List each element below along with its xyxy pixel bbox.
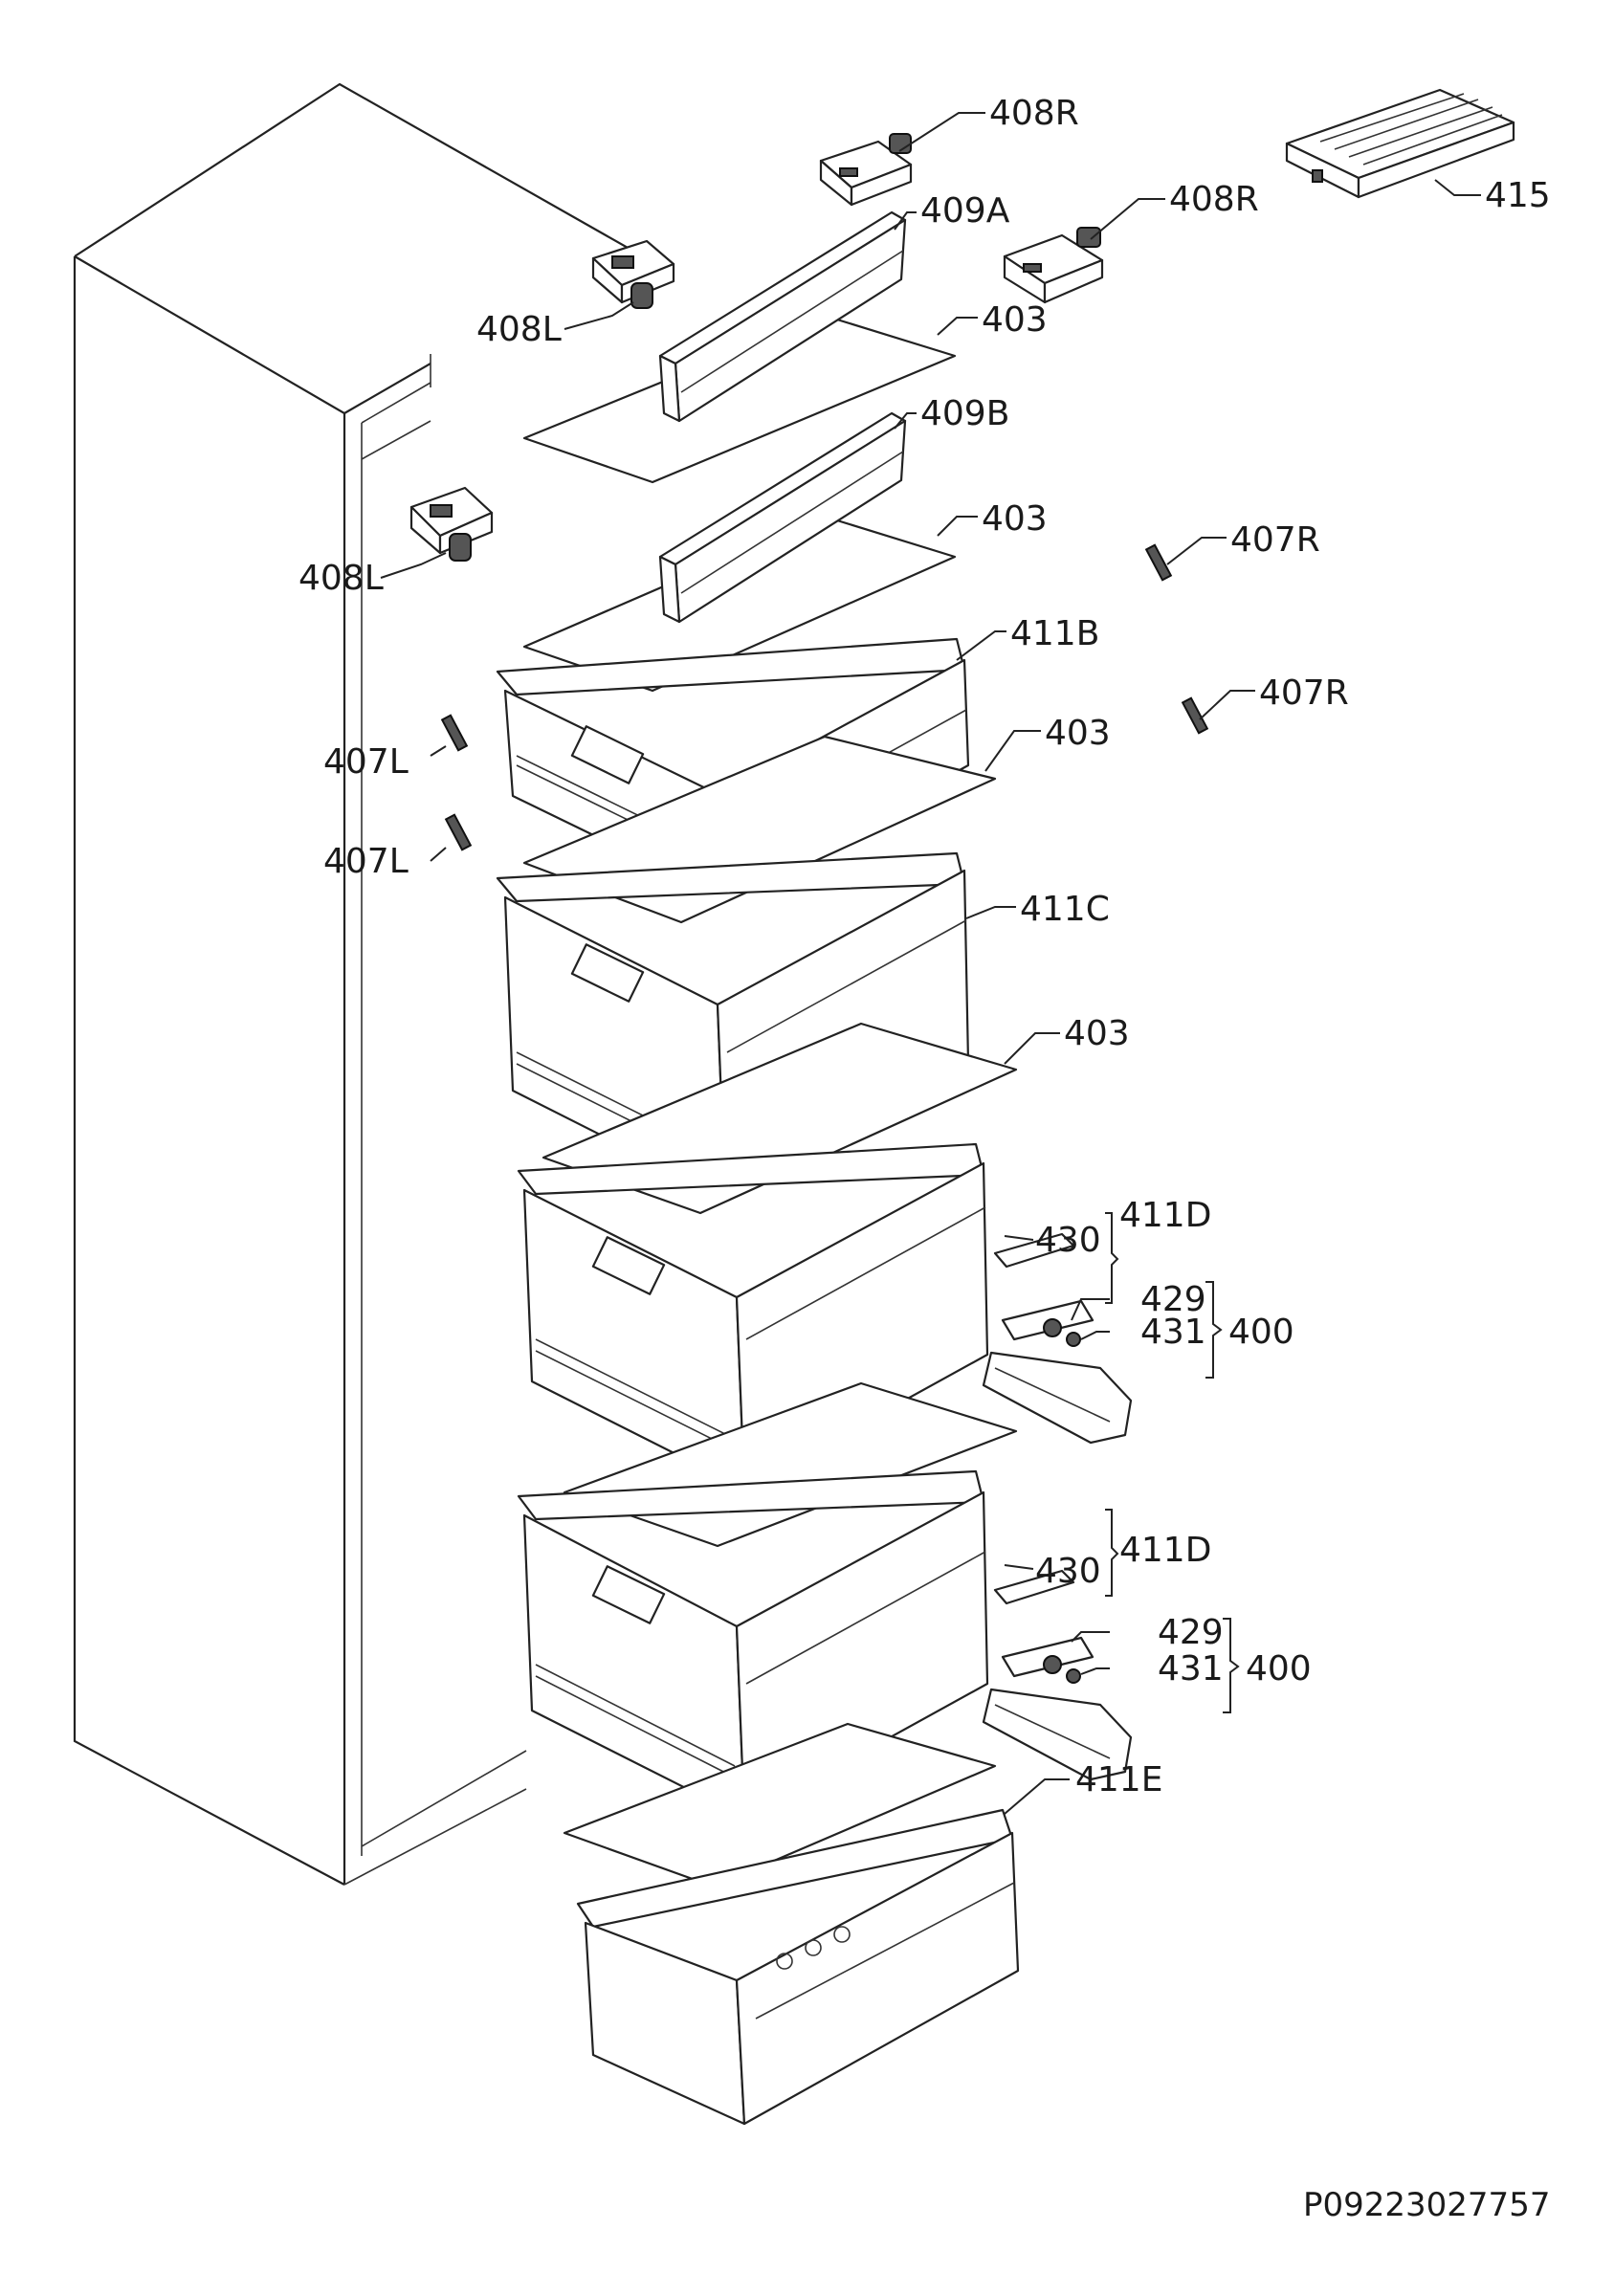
label-429-lower: 429 [1158, 1613, 1224, 1652]
label-431-lower: 431 [1158, 1649, 1224, 1689]
label-411C: 411C [1020, 890, 1110, 929]
clip-407L-a [440, 714, 469, 752]
label-407L-b: 407L [323, 842, 409, 881]
label-415: 415 [1485, 176, 1551, 215]
flap-409B [658, 411, 907, 624]
shelf-403-f [563, 1722, 997, 1888]
label-409B: 409B [920, 394, 1009, 433]
hinge-408R-mid [1003, 227, 1104, 304]
label-407R-a: 407R [1230, 520, 1320, 560]
drawer-411D-lower [517, 1469, 989, 1820]
label-411D-lower: 411D [1119, 1531, 1211, 1570]
label-400-lower: 400 [1246, 1649, 1312, 1689]
rail-400-lower [982, 1569, 1133, 1781]
label-411B: 411B [1010, 614, 1099, 653]
label-411E: 411E [1075, 1760, 1162, 1799]
label-431-upper: 431 [1140, 1313, 1206, 1352]
part-labels: 408R 408R 415 409A 408L 403 409B 403 407… [298, 94, 1551, 2224]
label-409A: 409A [920, 191, 1010, 231]
label-430-lower: 430 [1035, 1552, 1101, 1591]
leader-lines [380, 112, 1481, 1815]
drawing-code: P09223027757 [1303, 2186, 1550, 2224]
hinge-408R-top [819, 133, 913, 207]
label-403-c: 403 [1045, 714, 1111, 753]
hinge-408L-top [591, 239, 675, 309]
label-408L-top: 408L [476, 310, 562, 349]
clip-407R-b [1181, 696, 1209, 735]
hinge-408L-bottom [409, 486, 494, 562]
label-400-upper: 400 [1228, 1313, 1294, 1352]
label-403-d: 403 [1064, 1014, 1130, 1053]
label-403-a: 403 [982, 300, 1048, 340]
label-407R-b: 407R [1259, 673, 1349, 713]
clip-407L-b [444, 813, 473, 851]
drawer-411E [576, 1808, 1020, 2126]
label-408L-bottom: 408L [298, 559, 384, 598]
cabinet-outline [73, 82, 644, 1886]
label-403-b: 403 [982, 499, 1048, 539]
label-408R-top: 408R [989, 94, 1079, 133]
clip-407R-a [1144, 543, 1173, 582]
flap-409A [658, 210, 907, 423]
tray-415 [1285, 88, 1515, 199]
rail-400-upper [982, 1232, 1133, 1445]
label-429-upper: 429 [1140, 1280, 1206, 1319]
label-407L-a: 407L [323, 742, 409, 782]
label-408R-mid: 408R [1169, 180, 1259, 219]
label-411D-upper: 411D [1119, 1196, 1211, 1235]
label-430-upper: 430 [1035, 1221, 1101, 1260]
